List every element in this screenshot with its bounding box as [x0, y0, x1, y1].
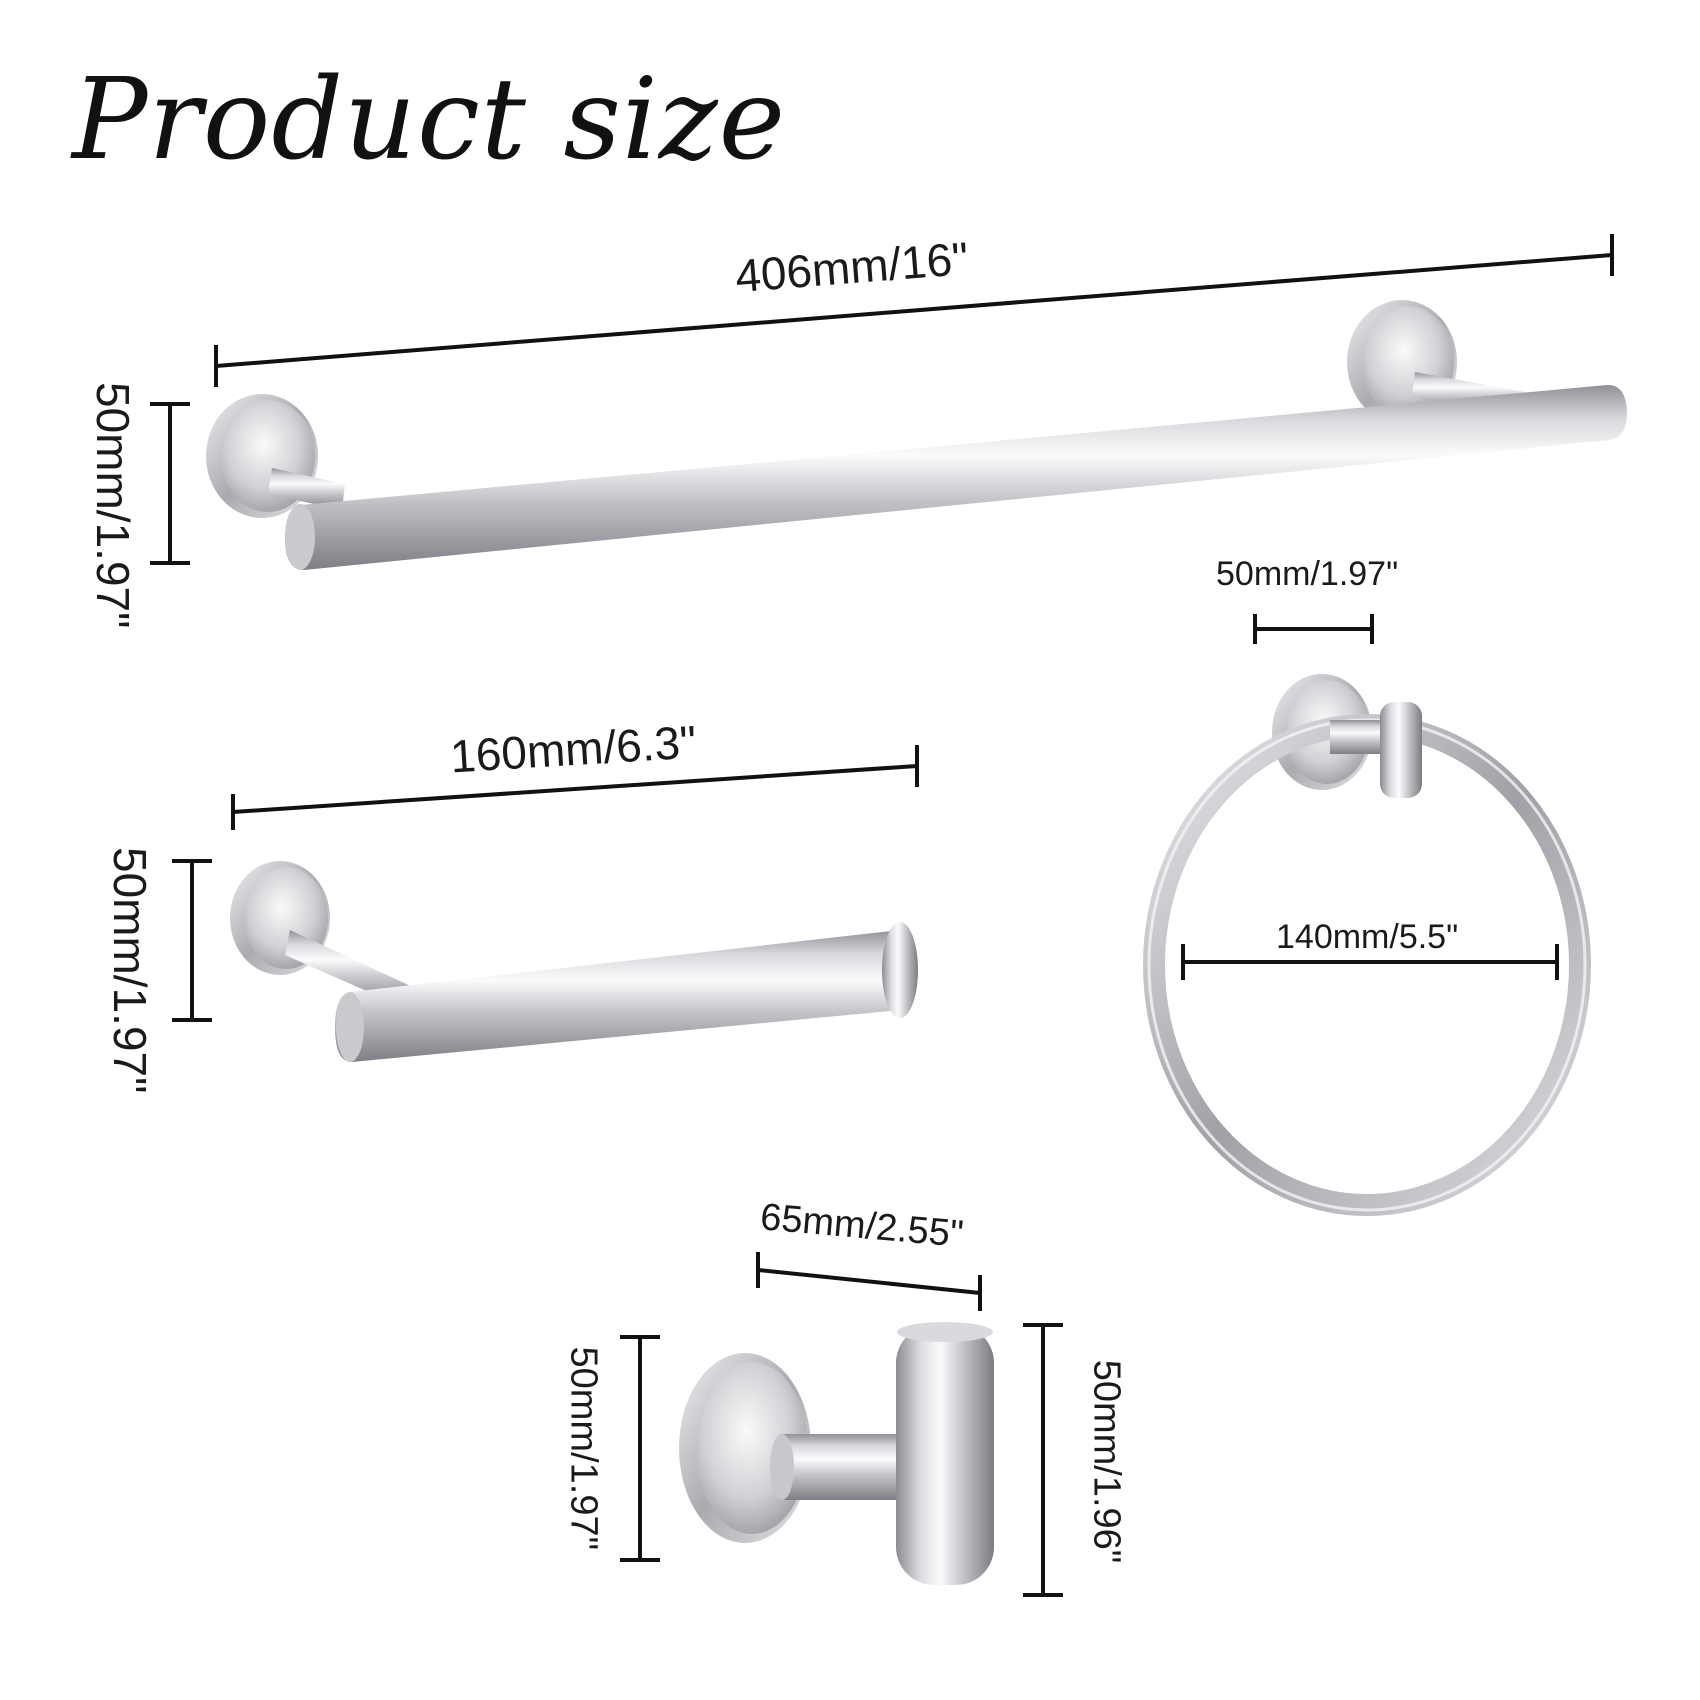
- towel-ring-base-label: 50mm/1.97": [1216, 555, 1399, 593]
- tp-holder-width-line: [232, 764, 918, 814]
- towel-bar-rod-end: [285, 504, 315, 570]
- tp-holder-rod: [335, 930, 912, 1062]
- towel-ring: [1143, 674, 1591, 1216]
- towel-bar: [206, 300, 1628, 570]
- towel-bar-width-line: [215, 253, 1613, 368]
- towel-ring-hoop: [1143, 714, 1591, 1216]
- towel-ring-holder: [1380, 702, 1422, 798]
- towel-bar-rod: [285, 384, 1628, 570]
- robe-hook: [679, 1322, 994, 1585]
- robe-hook-post: [780, 1434, 912, 1500]
- dimension-lines: [150, 234, 1614, 1597]
- tp-holder-rod-end: [336, 992, 364, 1062]
- tp-holder-height-label: 50mm/1.97": [104, 847, 156, 1094]
- robe-hook-base-height-label: 50mm/1.97": [562, 1346, 605, 1551]
- robe-hook-arm-height-label: 50mm/1.96": [1085, 1359, 1128, 1564]
- towel-bar-height-label: 50mm/1.97": [87, 382, 139, 629]
- robe-hook-arm-top: [897, 1322, 993, 1342]
- robe-hook-width-line: [757, 1268, 981, 1295]
- tp-holder-end-cap: [882, 922, 918, 1018]
- toilet-paper-holder: [230, 861, 918, 1062]
- towel-bar-left-post: [268, 468, 345, 510]
- robe-hook-post-end: [770, 1434, 794, 1500]
- page-title: Product size: [72, 55, 787, 185]
- towel-ring-diameter-label: 140mm/5.5": [1276, 918, 1459, 956]
- robe-hook-arm: [896, 1325, 994, 1585]
